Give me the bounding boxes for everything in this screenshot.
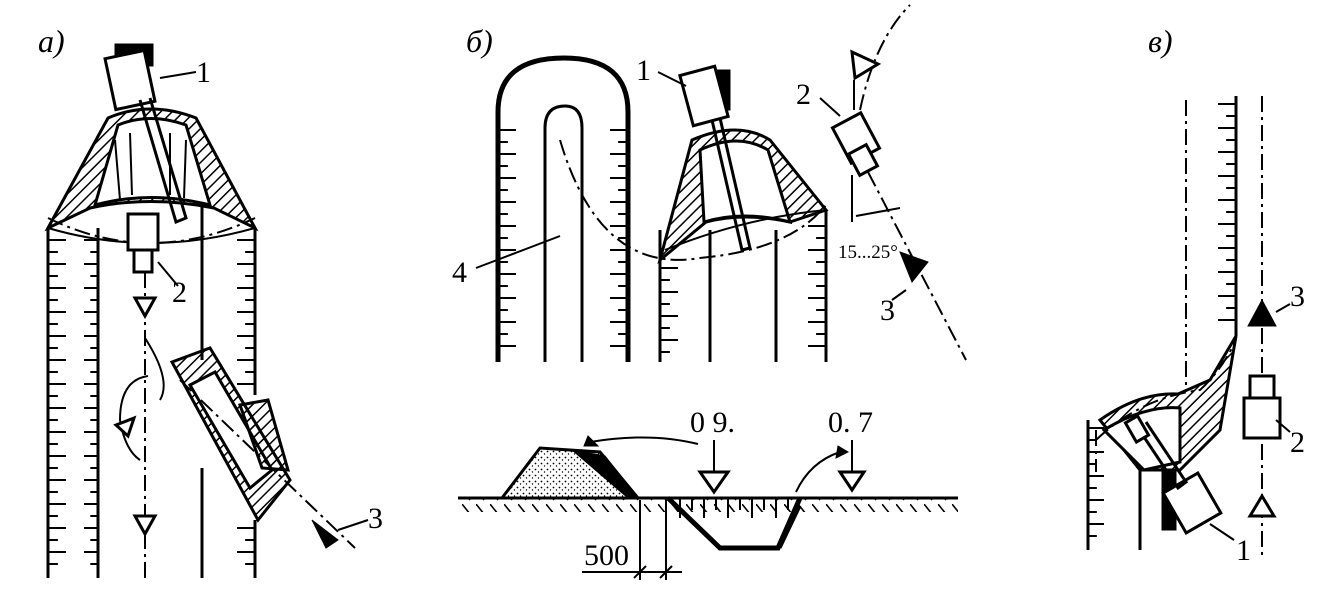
excavator-1-b <box>657 64 752 252</box>
dimension-b: 500 <box>584 539 629 572</box>
panel-b: б) 4 1 <box>452 4 967 580</box>
level-left-b: 0 9. <box>690 406 735 439</box>
label-a-1: 1 <box>196 56 211 89</box>
label-c-1: 1 <box>1236 534 1251 567</box>
label-c-2: 2 <box>1290 426 1305 459</box>
panel-b-letter: б) <box>466 23 493 59</box>
panel-a: а) <box>38 23 383 578</box>
cut-block-a <box>169 346 356 549</box>
panel-a-letter: а) <box>38 23 65 59</box>
label-c-3: 3 <box>1290 280 1305 313</box>
cross-section-b <box>458 435 958 580</box>
strip-c-top <box>1185 96 1238 390</box>
u-strip-4 <box>495 55 631 362</box>
excavator-1-a <box>103 43 197 225</box>
label-b-3: 3 <box>880 294 895 327</box>
route-markers-a <box>113 296 165 538</box>
label-b-1: 1 <box>636 54 651 87</box>
excavation-fan-a <box>44 107 259 244</box>
bulldozer-2-b <box>819 4 967 361</box>
angle-label-b: 15...25° <box>838 242 898 263</box>
label-a-3: 3 <box>368 502 383 535</box>
label-b-2: 2 <box>796 78 811 111</box>
panel-c-letter: в) <box>1148 23 1173 59</box>
bulldozer-2-c <box>1242 96 1291 556</box>
excavator-1-c <box>1123 413 1235 541</box>
strip-right <box>200 205 257 578</box>
excavation-fan-b <box>559 128 829 265</box>
strip-c-bottom <box>1086 420 1142 550</box>
label-b-4: 4 <box>452 256 467 289</box>
strip-middle-b <box>658 210 828 362</box>
panel-c: в) 1 <box>1086 23 1305 567</box>
strip-left <box>46 228 100 578</box>
level-right-b: 0. 7 <box>828 406 873 439</box>
bulldozer-2-a <box>126 212 179 578</box>
label-a-2: 2 <box>172 276 187 309</box>
